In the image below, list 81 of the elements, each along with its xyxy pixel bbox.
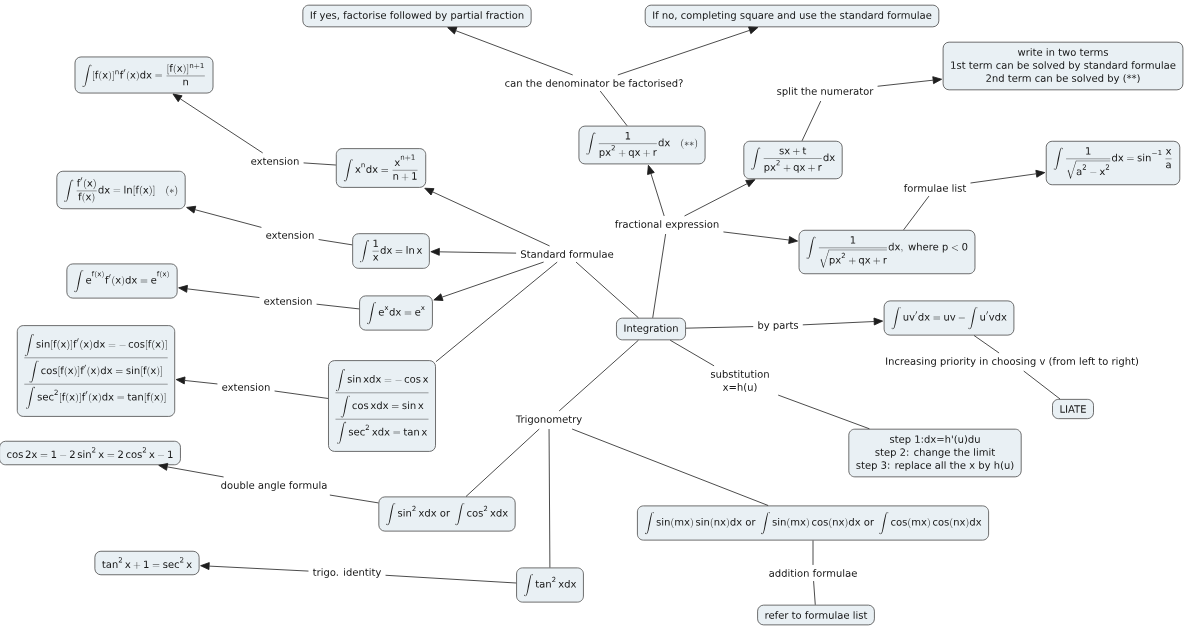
- connector-line: [274, 390, 329, 399]
- arrow: [178, 284, 260, 298]
- arrow: [877, 76, 943, 87]
- arrow: [684, 179, 756, 217]
- arrow: [617, 26, 759, 76]
- formula-box: $\int\tan^{2}xdx$: [516, 567, 584, 603]
- link-phrase: double angle formula: [221, 481, 327, 491]
- formula-box: $\int x^{n}dx=\frac{x^{n+1}}{n+1}$: [335, 148, 427, 188]
- arrow: [200, 562, 309, 572]
- link-phrase: Trigonometry: [515, 415, 582, 425]
- formula-box: $\int e^{f(x)}f'(x)dx=e^{f(x)}$: [66, 263, 178, 299]
- link-phrase: split the numerator: [777, 87, 874, 97]
- connector-line: [973, 335, 1000, 354]
- arrow: [158, 463, 224, 478]
- concept-box: step 1:dx=h'(u)du step 2: change the limit step 3: replace all the x by h(u): [848, 428, 1022, 478]
- concept-box: If yes, factorise followed by partial fraction: [302, 4, 532, 28]
- formula-box: $\cos 2x=1-2\sin^{2}x=2\cos^{2}x-1$: [0, 440, 181, 466]
- formula-box: $\int\sin[f(x)]f'(x)dx=-\cos[f(x)]$ $\int\cos[f(x)]f'(x)dx=\sin[f(x)]$ $\int\sec^{2}[f(x)]f'(x)dx=\tan[f(x)]$: [16, 325, 176, 417]
- connector-line: [575, 261, 639, 319]
- connector-line: [903, 195, 930, 231]
- link-phrase: addition formulae: [769, 569, 857, 577]
- arrow: [433, 261, 545, 301]
- connector-line: [599, 90, 628, 127]
- concept-box: LIATE: [1052, 398, 1094, 420]
- connector-line: [318, 239, 353, 246]
- formula-box: $\int\frac{1}{\sqrt{px^{2}+qx+r}}dx,\mbox{ where }p<0$: [798, 229, 976, 275]
- link-phrase: Standard formulae: [520, 250, 614, 258]
- concept-box: refer to formulae list: [757, 604, 875, 626]
- connector-line: [652, 233, 666, 319]
- arrow: [970, 169, 1046, 184]
- connector-line: [1023, 370, 1061, 400]
- connector-line: [558, 339, 639, 412]
- connector-line: [813, 580, 816, 606]
- connector-line: [548, 428, 551, 568]
- link-phrase: extension: [251, 157, 299, 165]
- arrow: [802, 317, 884, 326]
- concept-box: If no, completing square and use the standard formulae: [644, 4, 940, 28]
- arrow: [723, 231, 798, 244]
- formula-box: $\tan^{2}x+1=\sec^{2}x$: [94, 550, 200, 576]
- link-phrase: trigo. identity: [312, 568, 382, 578]
- arrow: [424, 187, 550, 247]
- link-phrase: can the denominator be factorised?: [505, 79, 683, 87]
- formula-box: $\int uv'dx=uv-\int u'vdx$: [883, 300, 1015, 336]
- arrow: [172, 93, 264, 154]
- connector-line: [571, 428, 769, 506]
- arrow: [447, 26, 574, 76]
- arrow: [175, 376, 218, 385]
- connector-line: [303, 162, 337, 166]
- formula-box: $\int\sin xdx=-\cos x$ $\int\cos xdx=\sin x$ $\int\sec^{2}xdx=\tan x$: [328, 360, 436, 452]
- link-phrase: extension: [266, 231, 314, 239]
- link-phrase: by parts: [758, 321, 799, 331]
- formula-box: $\int\sin^{2}xdx\mbox{ or }\int\cos^{2}xdx$: [378, 496, 516, 532]
- connector-line: [801, 100, 822, 142]
- link-phrase: formulae list: [903, 184, 967, 192]
- link-phrase: substitution x=h(u): [710, 370, 769, 392]
- connector-line: [669, 339, 715, 367]
- formula-box: $\int\frac{1}{x}dx=\ln x$: [352, 233, 430, 269]
- connector-line: [685, 326, 754, 329]
- link-phrase: extension: [222, 383, 270, 391]
- formula-box: $\int\frac{sx+t}{px^{2}+qx+r}dx$: [743, 140, 843, 180]
- formula-box: $\int\frac{1}{px^{2}+qx+r}dx\quad(**)$: [578, 125, 706, 165]
- connector-line: [465, 428, 540, 497]
- link-phrase: fractional expression: [615, 220, 719, 230]
- arrow: [186, 205, 262, 228]
- formula-box: $\int\frac{1}{\sqrt{a^{2}-x^{2}}}dx=\sin^{-1}\frac{x}{a}$: [1045, 140, 1181, 186]
- connector-line: [316, 303, 360, 310]
- connector-line: [385, 574, 517, 584]
- connector-line: [777, 394, 870, 430]
- connector-line: [812, 540, 814, 566]
- formula-box: $\int\frac{f'(x)}{f(x)}dx=\ln[f(x)]\quad(*)$: [56, 170, 186, 210]
- link-phrase: extension: [264, 297, 312, 305]
- formula-box: $\int [f(x)]^{n}f'(x)dx=\frac{[f(x)]^{n+1}}{n}$: [74, 56, 214, 94]
- concept-box: write in two terms 1st term can be solved by standard formulae 2nd term can be solved by (**): [942, 41, 1184, 91]
- arrow: [647, 164, 665, 217]
- link-phrase: Increasing priority in choosing v (from left to right): [886, 357, 1139, 367]
- concept-box: Integration: [616, 317, 686, 341]
- arrow: [430, 247, 517, 256]
- connector-line: [435, 261, 558, 363]
- connector-line: [329, 494, 379, 504]
- formula-box: $\int\sin(mx)\sin(nx)dx\mbox{ or }\int\sin(mx)\cos(nx)dx\mbox{ or }\int\cos(mx)\cos(nx)dx$: [637, 505, 989, 541]
- formula-box: $\int e^{x}dx=e^{x}$: [359, 295, 433, 331]
